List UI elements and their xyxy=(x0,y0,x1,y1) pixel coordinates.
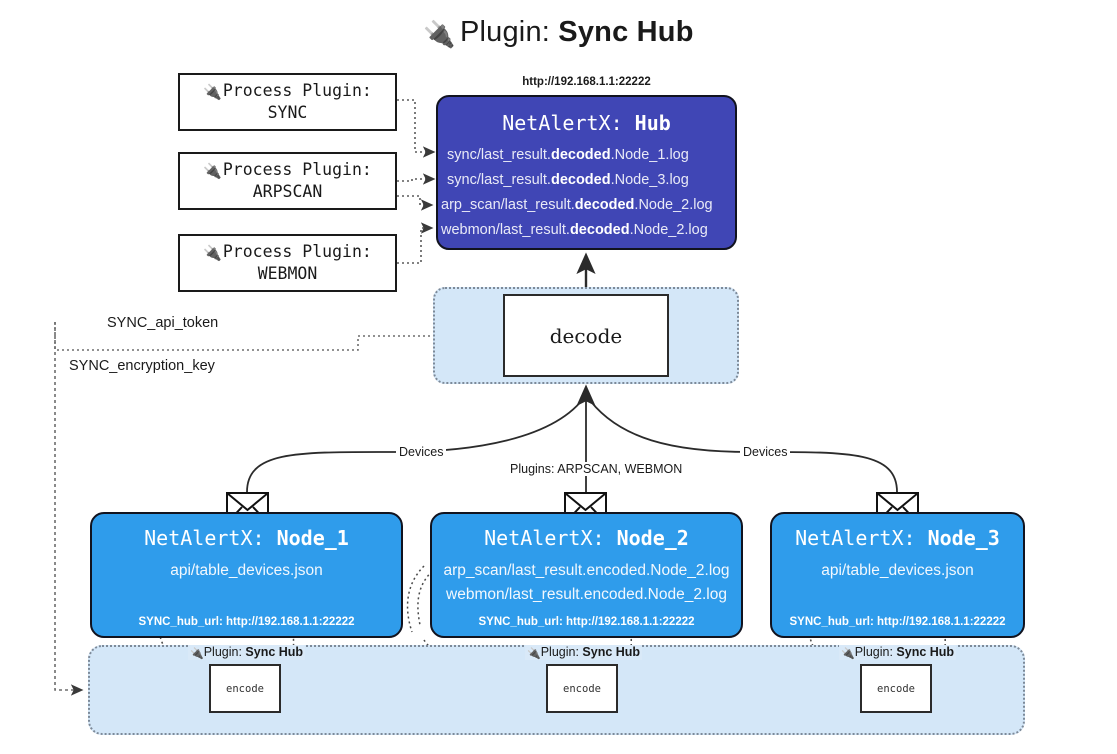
node-footer: SYNC_hub_url: http://192.168.1.1:22222 xyxy=(478,616,695,628)
process-plugin-box-sync[interactable]: 🔌Process Plugin: SYNC xyxy=(178,73,397,131)
process-plugin-label: Process Plugin: xyxy=(222,80,372,100)
hub-node-box[interactable]: NetAlertX: Hub sync/last_result.decoded.… xyxy=(436,95,737,250)
electric-plug-icon: 🔌 xyxy=(203,243,222,262)
node-box-node-1[interactable]: NetAlertX: Node_1 api/table_devices.json… xyxy=(90,512,403,638)
node-body: api/table_devices.json xyxy=(92,559,401,583)
hub-log-row: sync/last_result.decoded.Node_1.log xyxy=(447,147,689,163)
process-plugin-label: Process Plugin: xyxy=(222,159,372,179)
node-box-node-3[interactable]: NetAlertX: Node_3 api/table_devices.json… xyxy=(770,512,1025,638)
process-plugin-name: SYNC xyxy=(267,103,308,122)
electric-plug-icon: 🔌 xyxy=(190,647,204,660)
process-plugin-name: ARPSCAN xyxy=(252,182,323,201)
hub-title: NetAlertX: Hub xyxy=(438,111,735,135)
hub-url-label: http://192.168.1.1:22222 xyxy=(522,76,651,88)
electric-plug-icon: 🔌 xyxy=(527,647,541,660)
edge-label-plugins-middle: Plugins: ARPSCAN, WEBMON xyxy=(507,462,686,476)
secret-label-encryption-key: SYNC_encryption_key xyxy=(65,358,219,374)
hub-log-list: sync/last_result.decoded.Node_1.log sync… xyxy=(438,143,735,243)
electric-plug-icon: 🔌 xyxy=(203,161,222,180)
edge-label-devices-left: Devices xyxy=(396,445,447,459)
hub-title-name: Hub xyxy=(634,111,671,135)
node-footer: SYNC_hub_url: http://192.168.1.1:22222 xyxy=(138,616,355,628)
node-body: api/table_devices.json xyxy=(772,559,1023,583)
title-name: Sync Hub xyxy=(558,16,694,48)
secret-label-api-token: SYNC_api_token xyxy=(103,315,223,331)
encode-box-2[interactable]: encode xyxy=(546,664,618,713)
node-title: NetAlertX: Node_3 xyxy=(795,526,1000,550)
node-title: NetAlertX: Node_1 xyxy=(144,526,349,550)
node-line: arp_scan/last_result.encoded.Node_2.log xyxy=(443,562,730,579)
node-body: arp_scan/last_result.encoded.Node_2.log … xyxy=(432,559,741,607)
electric-plug-icon: 🔌 xyxy=(203,82,222,101)
node-box-node-2[interactable]: NetAlertX: Node_2 arp_scan/last_result.e… xyxy=(430,512,743,638)
title-prefix: Plugin: xyxy=(459,16,559,48)
hub-log-row: arp_scan/last_result.decoded.Node_2.log xyxy=(441,197,713,213)
process-plugin-box-arpscan[interactable]: 🔌Process Plugin: ARPSCAN xyxy=(178,152,397,210)
process-plugin-box-webmon[interactable]: 🔌Process Plugin: WEBMON xyxy=(178,234,397,292)
page-title: 🔌Plugin: Sync Hub xyxy=(0,16,1117,50)
hub-title-prefix: NetAlertX: xyxy=(502,111,635,135)
node-line: webmon/last_result.encoded.Node_2.log xyxy=(446,586,727,603)
decode-box[interactable]: decode xyxy=(503,294,669,377)
hub-log-row: webmon/last_result.decoded.Node_2.log xyxy=(441,222,708,238)
hub-log-row: sync/last_result.decoded.Node_3.log xyxy=(447,172,689,188)
encoder-plugin-label-3: 🔌Plugin: Sync Hub xyxy=(839,645,957,660)
electric-plug-icon: 🔌 xyxy=(423,19,456,49)
encoder-plugin-label-2: 🔌Plugin: Sync Hub xyxy=(525,645,643,660)
electric-plug-icon: 🔌 xyxy=(841,647,855,660)
node-line: api/table_devices.json xyxy=(170,562,323,579)
encode-box-3[interactable]: encode xyxy=(860,664,932,713)
encoder-plugin-label-1: 🔌Plugin: Sync Hub xyxy=(188,645,306,660)
node-title: NetAlertX: Node_2 xyxy=(484,526,689,550)
process-plugin-name: WEBMON xyxy=(257,264,318,283)
node-line: api/table_devices.json xyxy=(821,562,974,579)
edge-label-devices-right: Devices xyxy=(740,445,791,459)
process-plugin-label: Process Plugin: xyxy=(222,241,372,261)
encode-box-1[interactable]: encode xyxy=(209,664,281,713)
node-footer: SYNC_hub_url: http://192.168.1.1:22222 xyxy=(789,616,1006,628)
